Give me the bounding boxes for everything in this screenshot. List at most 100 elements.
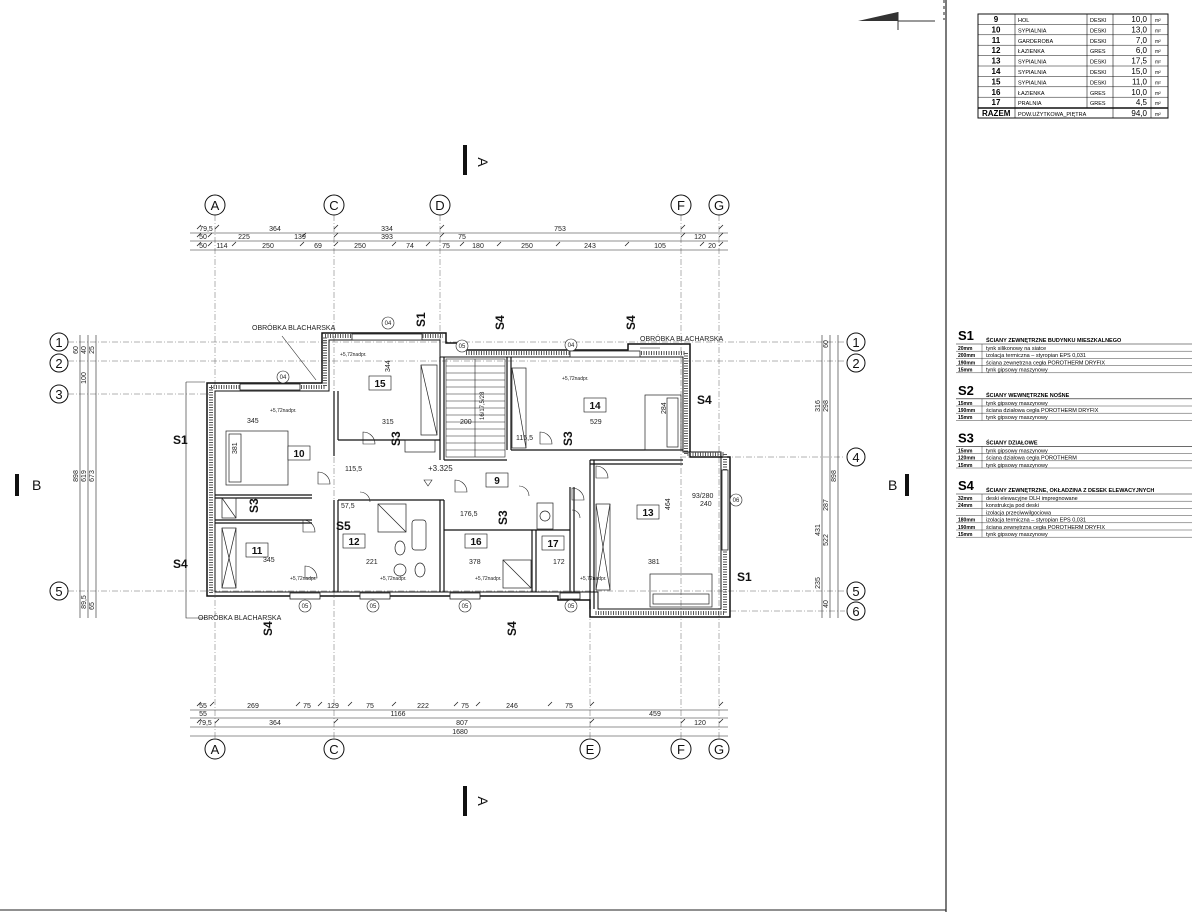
room-table-floor: GRES [1090,91,1106,97]
wall-legend-layer: tynk gipsowy maszynowy [986,401,1048,407]
wall-legend-title: ŚCIANY ZEWNĘTRZNE, OKŁADZINA Z DESEK ELE… [986,487,1154,494]
svg-text:50: 50 [199,234,207,241]
dimension-ticks [196,224,724,724]
room-table-area: 15,0 [1131,67,1147,76]
svg-text:5: 5 [55,584,62,599]
room-table-floor: DESKI [1090,80,1107,86]
svg-text:364: 364 [269,226,281,233]
svg-text:222: 222 [417,703,429,710]
wall-legend-code: S3 [958,430,974,445]
window-openings [239,333,729,600]
room-label-11: 11 [245,542,269,558]
section-a-bottom-mark: A [463,786,491,816]
sill-label-11: +5,72nadpr. [290,576,317,582]
wall-legend-thickness: 15mm [958,463,973,469]
shower-icon-12 [377,503,407,533]
wall-tag-s4-top2: S4 [624,315,638,330]
room-table-unit: m² [1155,49,1161,55]
svg-text:10: 10 [293,449,305,460]
svg-text:235: 235 [815,577,822,589]
wall-legend-thickness: 190mm [958,408,976,414]
room-table-no: 17 [992,98,1001,107]
room-table-floor: GRES [1090,101,1106,107]
wall-tag-s4-right: S4 [697,393,712,407]
svg-text:D: D [435,198,444,213]
wall-legend-layer: konstrukcja pod deski [986,503,1039,509]
svg-text:298: 298 [823,400,830,412]
dim-345-room11: 345 [263,557,275,564]
wall-legend-thickness: 200mm [958,353,976,359]
dim-378: 378 [469,559,481,566]
room-table-unit: m² [1155,18,1161,24]
room-table-area: 4,5 [1136,98,1148,107]
room-label-10: 10 [287,445,311,461]
window-tag-04-top: 04 [381,316,395,330]
svg-text:79,5: 79,5 [198,720,212,727]
dim-200: 200 [460,419,472,426]
window-tag-05-b3: 05 [458,599,472,613]
room-table-name: SYPIALNIA [1018,70,1047,76]
wall-legend-layer: ściana działowa cegła POROTHERM DRYFIX [986,408,1099,414]
room-table-name: SYPIALNIA [1018,60,1047,66]
room-table-total-area: 94,0 [1131,109,1147,118]
svg-text:E: E [586,742,595,757]
svg-text:40: 40 [823,600,830,608]
svg-text:F: F [677,742,685,757]
svg-text:2: 2 [55,356,62,371]
svg-text:250: 250 [521,243,533,250]
wall-legend-layer: ściana działowa cegła POROTHERM [986,456,1077,462]
door-swings [302,431,609,579]
wall-legend-code: S4 [958,478,975,493]
room-label-16: 16 [464,533,488,549]
svg-text:100: 100 [81,372,88,384]
wall-legend-thickness: 190mm [958,360,976,366]
svg-text:75: 75 [458,234,466,241]
room-label-12: 12 [342,533,366,549]
axis-bottom-f: F [670,738,692,760]
sill-label-16: +5,72nadpr. [475,576,502,582]
svg-text:5: 5 [852,584,859,599]
svg-text:75: 75 [303,703,311,710]
wall-legend-layer: izolacja termiczna – styropian EPS 0,031 [986,518,1086,524]
svg-text:6: 6 [852,604,859,619]
axis-left-1: 1 [49,332,69,352]
level-label: +3.325 [428,464,453,473]
svg-text:246: 246 [506,703,518,710]
room-table-total-unit: m² [1155,112,1161,118]
svg-text:15: 15 [374,379,386,390]
wall-legend-layer: tynk gipsowy maszynowy [986,368,1048,374]
room-table-floor: DESKI [1090,28,1107,34]
svg-text:4: 4 [852,450,859,465]
dim-284: 284 [661,402,668,414]
room-table-name: GARDEROBA [1018,39,1053,45]
section-a-top-mark: A [463,145,491,175]
window-tag-06: 06 [729,493,743,507]
svg-text:69: 69 [314,243,322,250]
room-table-no: 10 [992,25,1001,34]
room-table-area: 10,0 [1131,15,1147,24]
svg-text:04: 04 [385,321,392,327]
svg-text:3: 3 [55,387,62,402]
axis-left-5: 5 [49,581,69,601]
room-table-unit: m² [1155,28,1161,34]
wardrobe-11 [221,527,237,589]
window-tag-05-b2: 05 [366,599,380,613]
wall-legend-title: ŚCIANY WEWNĘTRZNE NOŚNE [986,392,1070,399]
shower-icon-16 [502,559,532,589]
room-label-9: 9 [485,472,509,488]
wardrobe-15 [420,364,438,436]
wall-tag-s4-top1: S4 [493,315,507,330]
dim-57-5: 57,5 [341,503,355,510]
svg-text:11: 11 [252,546,263,557]
svg-text:60: 60 [73,346,80,354]
axis-right-4: 4 [846,447,866,467]
roof-flashing [185,335,660,619]
